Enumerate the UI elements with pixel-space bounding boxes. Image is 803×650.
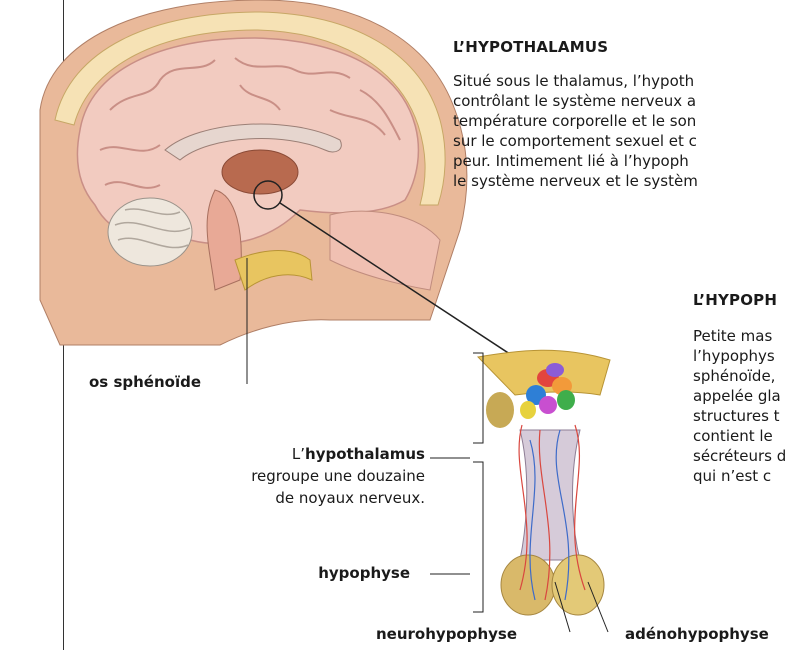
- pituitary-detail: [478, 350, 610, 615]
- hypothalamus-bracket: [473, 353, 483, 443]
- text-line: peur. Intimement lié à l’hypoph: [453, 151, 698, 171]
- hypothalamus-label-prefix: L’: [292, 445, 305, 463]
- hypothalamus-heading: L’HYPOTHALAMUS: [453, 38, 608, 56]
- hypothalamus-desc-line-2: de noyaux nerveux.: [140, 489, 425, 507]
- os-sphenoide-label: os sphénoïde: [89, 373, 201, 391]
- text-line: sphénoïde,: [693, 366, 786, 386]
- hypothalamus-label-bold: hypothalamus: [305, 445, 425, 463]
- text-line: température corporelle et le son: [453, 111, 698, 131]
- hypophyse-paragraph: Petite mas l’hypophys sphénoïde, appelée…: [693, 326, 786, 486]
- text-line: appelée gla: [693, 386, 786, 406]
- text-line: structures t: [693, 406, 786, 426]
- cerebellum: [108, 198, 192, 266]
- text-line: l’hypophys: [693, 346, 786, 366]
- adenohypophyse-label: adénohypophyse: [625, 625, 769, 643]
- hypothalamus-label: L’hypothalamus: [140, 445, 425, 463]
- text-line: Situé sous le thalamus, l’hypoth: [453, 71, 698, 91]
- text-line: contrôlant le système nerveux a: [453, 91, 698, 111]
- text-line: sur le comportement sexuel et c: [453, 131, 698, 151]
- text-line: Petite mas: [693, 326, 786, 346]
- text-line: qui n’est c: [693, 466, 786, 486]
- hypophyse-bracket: [473, 462, 483, 612]
- hypophyse-heading: L’HYPOPH: [693, 291, 777, 309]
- hypothalamus-desc-line-1: regroupe une douzaine: [140, 467, 425, 485]
- thalamus: [222, 150, 298, 194]
- neurohypophyse-label: neurohypophyse: [376, 625, 517, 643]
- text-line: le système nerveux et le systèm: [453, 171, 698, 191]
- hypothalamus-paragraph: Situé sous le thalamus, l’hypoth contrôl…: [453, 71, 698, 191]
- text-line: sécréteurs d: [693, 446, 786, 466]
- hypophyse-label: hypophyse: [140, 564, 410, 582]
- text-line: contient le: [693, 426, 786, 446]
